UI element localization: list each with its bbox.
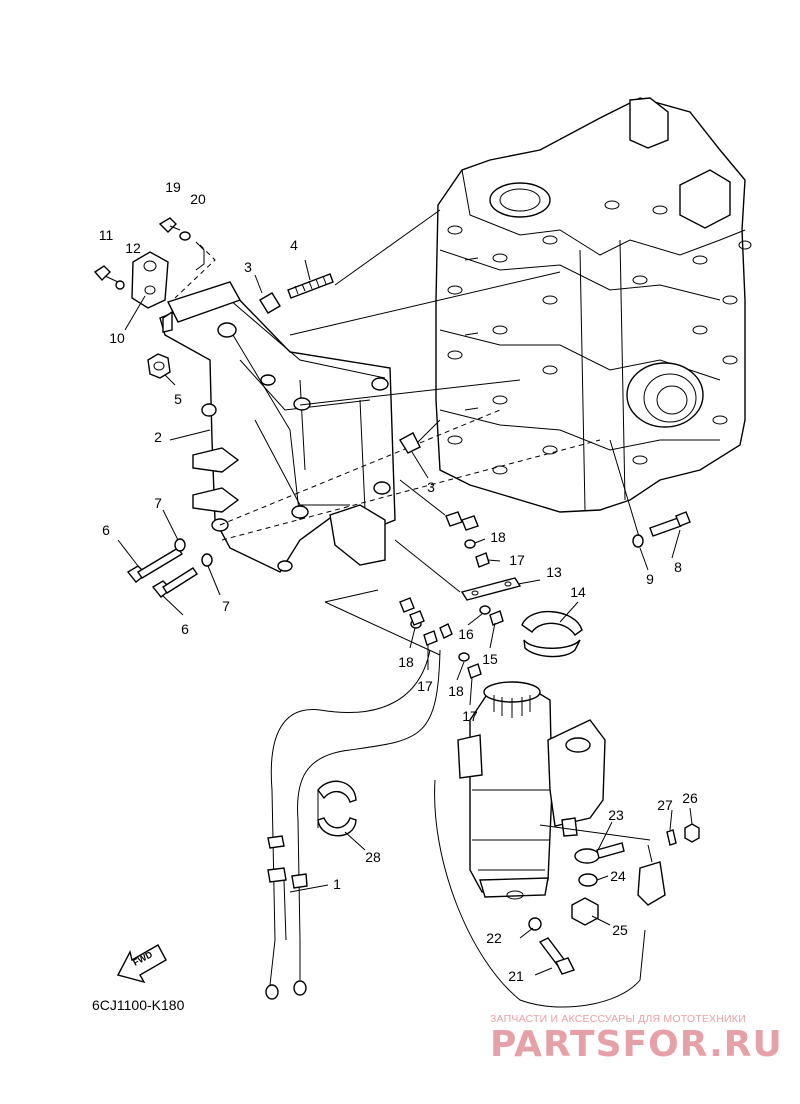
callout-12: 12 (125, 240, 141, 256)
callout-4: 4 (290, 237, 298, 253)
callout-17: 17 (417, 678, 433, 694)
callout-23: 23 (608, 807, 624, 823)
callout-18: 18 (490, 529, 506, 545)
callout-5: 5 (174, 391, 182, 407)
assembly-lines (174, 209, 651, 841)
watermark-brand: PARTSFOR.RU (490, 1024, 783, 1065)
callout-18: 18 (398, 654, 414, 670)
callout-1: 1 (333, 876, 341, 892)
engine-block (435, 97, 752, 513)
diagram-code: 6CJ1100-K180 (92, 997, 185, 1013)
callout-17: 17 (462, 708, 478, 724)
callout-25: 25 (612, 922, 628, 938)
callout-16: 16 (458, 626, 474, 642)
fwd-arrow: FWD (116, 944, 167, 984)
bracket-part-2 (159, 281, 396, 573)
callout-22: 22 (486, 930, 502, 946)
callout-13: 13 (546, 564, 562, 580)
callout-19: 19 (165, 179, 181, 195)
callout-9: 9 (646, 571, 654, 587)
callout-17: 17 (509, 552, 525, 568)
callout-7: 7 (222, 598, 230, 614)
watermark: ЗАПЧАСТИ И АКСЕССУАРЫ ДЛЯ МОТОТЕХНИКИ PA… (490, 1013, 783, 1065)
small-parts (93, 217, 700, 975)
callout-6: 6 (181, 621, 189, 637)
leader-lines (117, 259, 693, 976)
callout-8: 8 (674, 559, 682, 575)
callout-27: 27 (657, 797, 673, 813)
callouts: 1 2 3 3 4 5 6 6 7 7 8 9 10 11 12 13 14 1… (99, 179, 698, 984)
callout-6: 6 (102, 522, 110, 538)
callout-2: 2 (154, 429, 162, 445)
callout-11: 11 (99, 227, 114, 243)
callout-20: 20 (190, 191, 206, 207)
callout-3: 3 (427, 479, 435, 495)
callout-15: 15 (482, 651, 498, 667)
watermark-tagline: ЗАПЧАСТИ И АКСЕССУАРЫ ДЛЯ МОТОТЕХНИКИ (490, 1013, 746, 1025)
callout-10: 10 (109, 330, 125, 346)
callout-3: 3 (244, 259, 252, 275)
starter-motor (457, 681, 606, 900)
callout-18: 18 (448, 683, 464, 699)
callout-7: 7 (154, 495, 162, 511)
callout-28: 28 (365, 849, 381, 865)
callout-26: 26 (682, 790, 698, 806)
callout-14: 14 (570, 584, 586, 600)
callout-24: 24 (610, 868, 626, 884)
wire-harness (265, 649, 646, 1008)
callout-21: 21 (508, 968, 524, 984)
